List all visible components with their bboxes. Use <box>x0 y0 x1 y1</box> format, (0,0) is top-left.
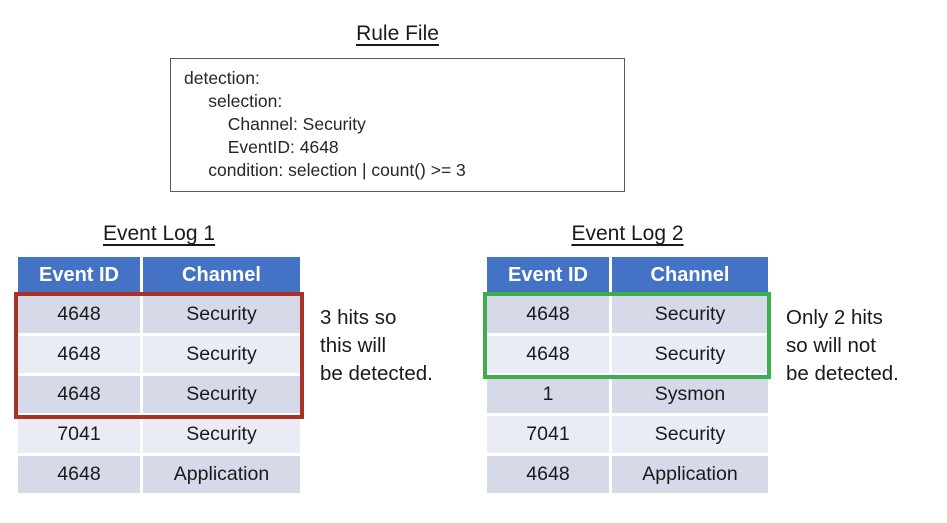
rule-file-box: detection: selection: Channel: Security … <box>170 58 625 192</box>
event-log-1-title-text: Event Log 1 <box>102 222 216 245</box>
event-log-2-title: Event Log 2 <box>487 221 768 247</box>
annotation-line: 3 hits so <box>320 306 397 329</box>
table-row: 4648 Security <box>487 336 768 373</box>
event-id-cell: 4648 <box>18 376 140 413</box>
event-id-header: Event ID <box>18 257 140 293</box>
rule-line-detection: detection: <box>184 68 260 88</box>
event-id-cell: 4648 <box>487 456 609 493</box>
event-id-cell: 7041 <box>487 416 609 453</box>
annotation-line: be detected. <box>320 362 433 385</box>
event-log-2-annotation: Only 2 hits so will not be detected. <box>786 304 899 388</box>
table-header-row: Event ID Channel <box>487 257 768 293</box>
rule-line-eventid: EventID: 4648 <box>184 137 339 157</box>
table-row: 4648 Security <box>18 376 300 413</box>
channel-cell: Security <box>143 416 300 453</box>
table-row: 4648 Application <box>18 456 300 493</box>
table-row: 7041 Security <box>18 416 300 453</box>
channel-cell: Security <box>612 336 768 373</box>
annotation-line: this will <box>320 334 387 357</box>
event-id-cell: 1 <box>487 376 609 413</box>
event-id-cell: 4648 <box>487 336 609 373</box>
event-log-1-title: Event Log 1 <box>18 221 300 247</box>
annotation-line: be detected. <box>786 362 899 385</box>
rule-file-title: Rule File <box>170 21 625 47</box>
channel-cell: Sysmon <box>612 376 768 413</box>
event-log-2-title-text: Event Log 2 <box>571 222 684 245</box>
event-log-1-table: Event ID Channel 4648 Security 4648 Secu… <box>18 257 300 493</box>
table-header-row: Event ID Channel <box>18 257 300 293</box>
table-row: 4648 Application <box>487 456 768 493</box>
annotation-line: Only 2 hits <box>786 306 883 329</box>
channel-header: Channel <box>612 257 768 293</box>
event-id-header: Event ID <box>487 257 609 293</box>
annotation-line: so will not <box>786 334 877 357</box>
rule-line-condition: condition: selection | count() >= 3 <box>184 160 466 180</box>
table-row: 1 Sysmon <box>487 376 768 413</box>
event-id-cell: 4648 <box>487 296 609 333</box>
rule-file-title-text: Rule File <box>356 22 439 45</box>
event-log-2-table: Event ID Channel 4648 Security 4648 Secu… <box>487 257 768 493</box>
event-log-1-annotation: 3 hits so this will be detected. <box>320 304 433 388</box>
table-row: 4648 Security <box>18 336 300 373</box>
table-row: 4648 Security <box>487 296 768 333</box>
channel-header: Channel <box>143 257 300 293</box>
event-id-cell: 4648 <box>18 456 140 493</box>
channel-cell: Security <box>143 296 300 333</box>
channel-cell: Security <box>143 376 300 413</box>
event-id-cell: 7041 <box>18 416 140 453</box>
channel-cell: Application <box>612 456 768 493</box>
channel-cell: Security <box>612 416 768 453</box>
event-id-cell: 4648 <box>18 336 140 373</box>
table-row: 7041 Security <box>487 416 768 453</box>
rule-line-selection: selection: <box>184 91 283 111</box>
table-row: 4648 Security <box>18 296 300 333</box>
channel-cell: Security <box>143 336 300 373</box>
rule-line-channel: Channel: Security <box>184 114 366 134</box>
event-id-cell: 4648 <box>18 296 140 333</box>
channel-cell: Security <box>612 296 768 333</box>
channel-cell: Application <box>143 456 300 493</box>
